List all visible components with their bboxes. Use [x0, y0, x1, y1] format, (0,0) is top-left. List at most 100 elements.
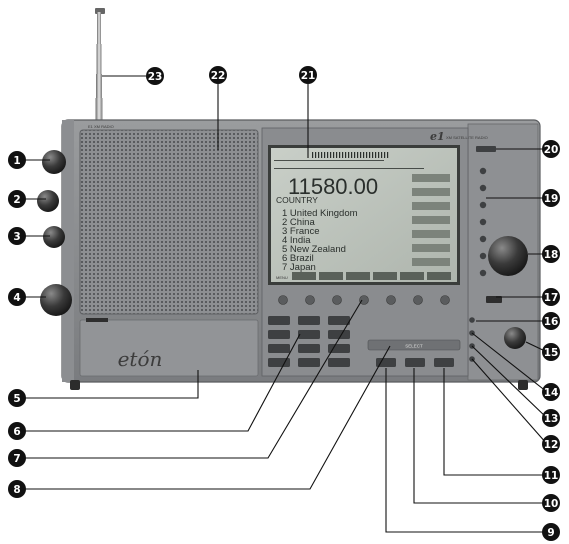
leader-lines [24, 75, 548, 533]
softkey-button[interactable] [332, 295, 342, 305]
callout-3: 3 [8, 227, 26, 245]
callout-16: 16 [542, 312, 560, 330]
callout-2: 2 [8, 190, 26, 208]
keypad-button[interactable] [298, 330, 320, 339]
bottom-left-panel: etón [79, 318, 259, 377]
keypad-button[interactable] [268, 358, 290, 367]
top-right-button[interactable] [476, 146, 496, 152]
softkey-button[interactable] [386, 295, 396, 305]
softkey-row [278, 295, 450, 305]
keypad-button[interactable] [298, 316, 320, 325]
callout-5: 5 [8, 389, 26, 407]
callout-8: 8 [8, 480, 26, 498]
list-item: 1 United Kingdom [282, 208, 358, 219]
callout-10: 10 [542, 494, 560, 512]
callouts: 1 2 3 4 5 6 7 8 9 10 11 12 13 14 15 16 1… [8, 66, 560, 541]
svg-text:21: 21 [301, 70, 316, 82]
memory-button[interactable] [479, 201, 487, 209]
list-item: 4 India [282, 235, 311, 246]
tuning-knob[interactable] [488, 236, 528, 276]
svg-text:18: 18 [544, 249, 559, 261]
side-button[interactable] [469, 317, 475, 323]
lcd-bottom-strip: MENU [276, 272, 451, 280]
svg-text:7: 7 [13, 453, 20, 465]
svg-text:9: 9 [547, 527, 554, 539]
volume-knob-large[interactable] [40, 284, 72, 316]
svg-text:10: 10 [544, 498, 559, 510]
memory-button[interactable] [479, 218, 487, 226]
list-item: 5 New Zealand [282, 244, 346, 255]
volume-knob-1[interactable] [42, 150, 66, 174]
keypad-button[interactable] [298, 344, 320, 353]
display-list: 1 United Kingdom 2 China 3 France 4 Indi… [282, 208, 358, 273]
memory-button[interactable] [479, 235, 487, 243]
control-knob-2[interactable] [37, 190, 59, 212]
svg-text:23: 23 [148, 71, 163, 83]
list-item: 7 Japan [282, 262, 316, 273]
callout-22: 22 [209, 66, 227, 84]
left-controls [37, 150, 72, 316]
softkey-button[interactable] [305, 295, 315, 305]
function-button[interactable] [405, 358, 425, 367]
keypad-button[interactable] [268, 316, 290, 325]
callout-6: 6 [8, 422, 26, 440]
speaker-grille [79, 129, 259, 315]
brand-logo-bottom: etón [118, 347, 163, 371]
display-module: e1 XM SATELLITE RADIO [261, 127, 488, 377]
fine-tuning-knob[interactable] [504, 327, 526, 349]
svg-text:13: 13 [544, 413, 559, 425]
keypad-button[interactable] [298, 358, 320, 367]
svg-text:8: 8 [13, 484, 20, 496]
control-knob-3[interactable] [43, 226, 65, 248]
callout-20: 20 [542, 140, 560, 158]
list-item: 3 France [282, 226, 320, 237]
callout-1: 1 [8, 151, 26, 169]
callout-21: 21 [299, 66, 317, 84]
tuning-lock-switch[interactable] [486, 296, 502, 303]
keypad-button[interactable] [328, 358, 350, 367]
function-button[interactable] [434, 358, 454, 367]
svg-text:22: 22 [211, 70, 226, 82]
softkey-button[interactable] [359, 295, 369, 305]
svg-text:12: 12 [544, 439, 559, 451]
memory-button[interactable] [479, 252, 487, 260]
softkey-button[interactable] [413, 295, 423, 305]
keypad-button[interactable] [328, 316, 350, 325]
select-button[interactable] [367, 339, 461, 351]
callout-7: 7 [8, 449, 26, 467]
model-label: E1 XM RADIO [88, 124, 114, 129]
function-button[interactable] [376, 358, 396, 367]
svg-text:20: 20 [544, 144, 559, 156]
list-item: 6 Brazil [282, 253, 314, 264]
keypad-button[interactable] [328, 330, 350, 339]
memory-button[interactable] [479, 269, 487, 277]
list-item: 2 China [282, 217, 315, 228]
svg-text:16: 16 [544, 316, 559, 328]
svg-text:2: 2 [13, 194, 20, 206]
keypad-button[interactable] [328, 344, 350, 353]
svg-text:15: 15 [544, 347, 559, 359]
numeric-keypad [268, 316, 350, 367]
softkey-button[interactable] [278, 295, 288, 305]
svg-text:3: 3 [13, 231, 20, 243]
svg-text:14: 14 [544, 387, 559, 399]
display-header: COUNTRY [276, 195, 318, 205]
svg-text:6: 6 [13, 426, 20, 438]
brand-subtitle: XM SATELLITE RADIO [446, 135, 488, 140]
telescopic-antenna[interactable] [95, 8, 105, 122]
memory-button[interactable] [479, 167, 487, 175]
keypad-button[interactable] [268, 330, 290, 339]
memory-button[interactable] [479, 184, 487, 192]
keypad-button[interactable] [268, 344, 290, 353]
svg-text:17: 17 [544, 292, 559, 304]
lcd-soft-labels [412, 174, 450, 266]
callout-17: 17 [542, 288, 560, 306]
callout-18: 18 [542, 245, 560, 263]
softkey-button[interactable] [440, 295, 450, 305]
signal-meter [274, 152, 424, 169]
select-bar: SELECT [367, 339, 461, 367]
menu-label: MENU [276, 275, 288, 280]
frequency-readout: 11580.00 [288, 174, 378, 199]
callout-19: 19 [542, 189, 560, 207]
svg-text:19: 19 [544, 193, 559, 205]
